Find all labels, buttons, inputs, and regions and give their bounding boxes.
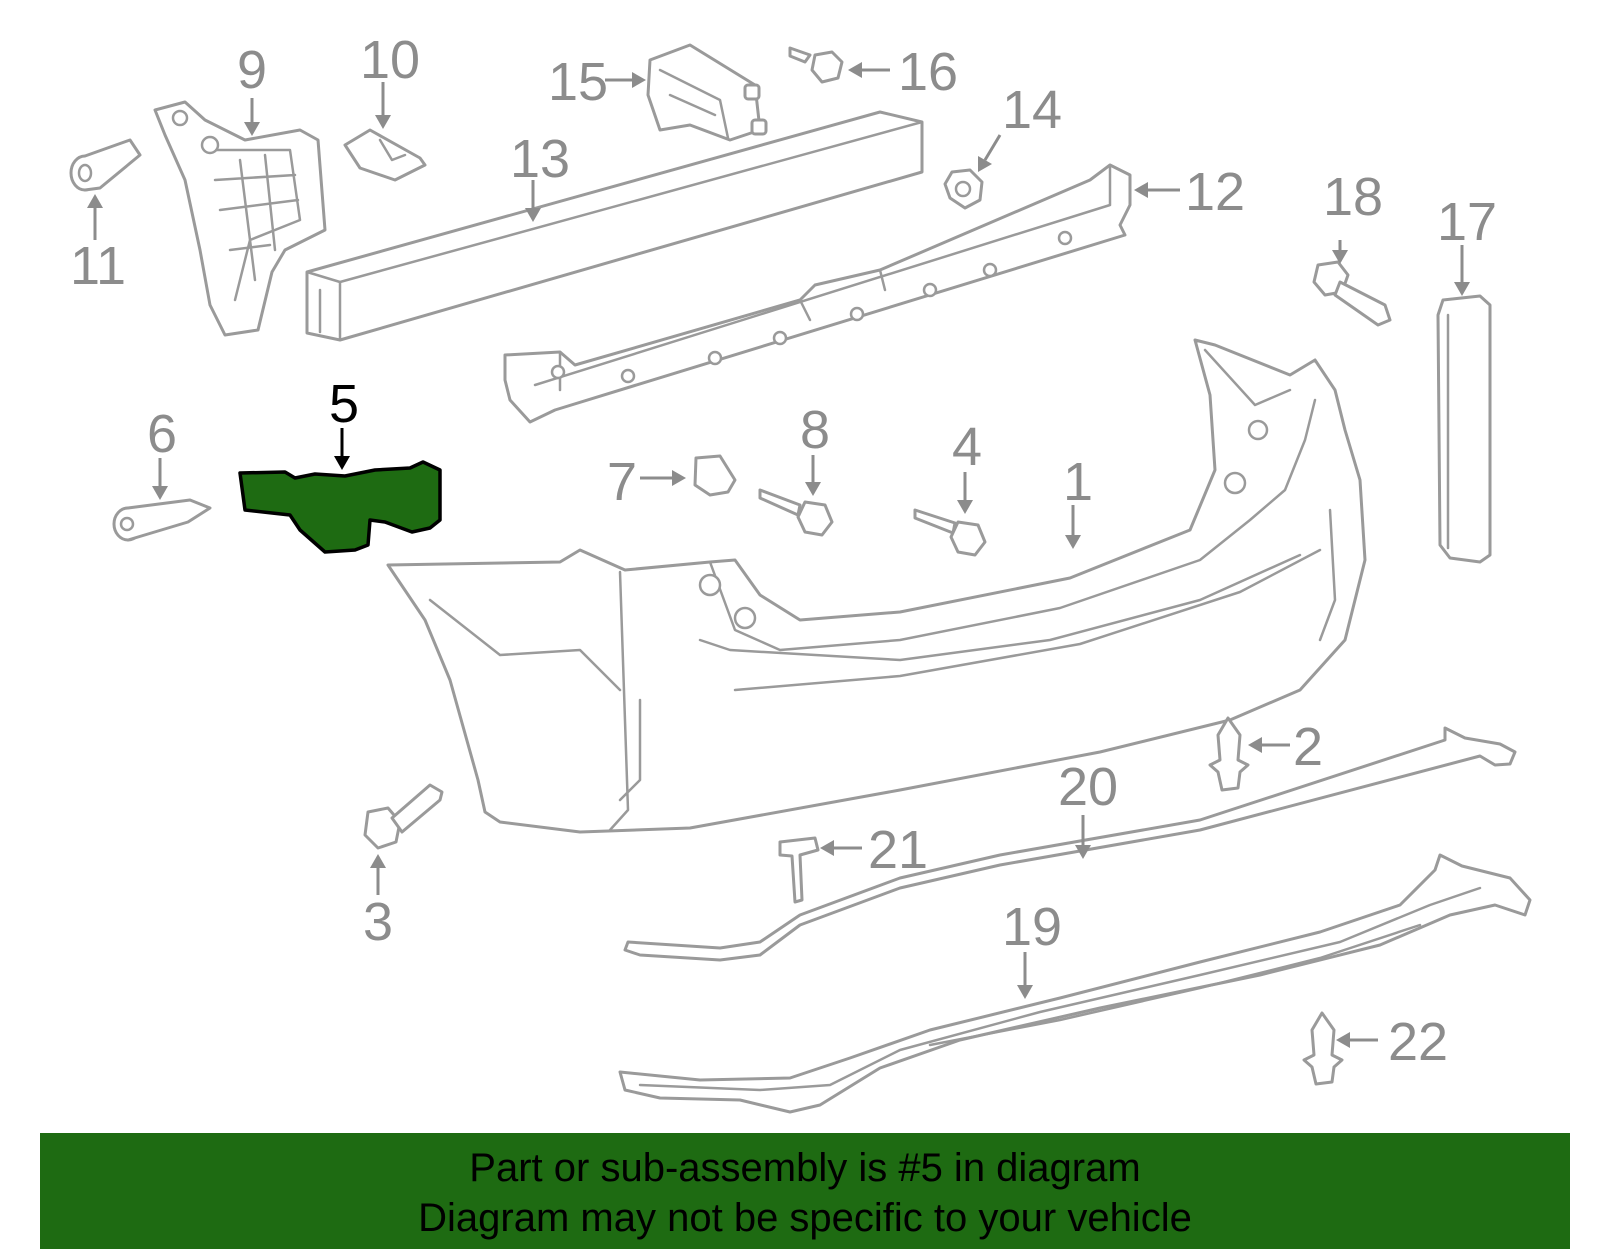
part-7-clip: [693, 454, 737, 497]
callout-17: 17: [1437, 192, 1497, 252]
part-3-bolt: [363, 783, 444, 850]
info-banner: Part or sub-assembly is #5 in diagram Di…: [40, 1133, 1570, 1249]
callout-7: 7: [607, 452, 637, 512]
callout-15: 15: [548, 52, 608, 112]
part-22-push-clip: [1302, 1011, 1344, 1086]
callout-2: 2: [1293, 717, 1323, 777]
callout-3: 3: [363, 892, 393, 952]
banner-line-part-number: Part or sub-assembly is #5 in diagram: [469, 1146, 1141, 1190]
callout-labels: 9 10 11 13 15 16 14 12 18 17 5 6 7 8 4 1…: [70, 30, 1497, 1072]
part-10-clip-nut: [343, 128, 427, 182]
part-1-bumper-cover: [386, 338, 1367, 834]
part-15-sensor-bracket: [646, 43, 768, 142]
part-6-bolt: [112, 498, 212, 542]
part-16-bolt: [788, 46, 844, 84]
part-4-bolt: [913, 508, 987, 557]
callout-11: 11: [70, 236, 126, 296]
part-19-valance: [618, 853, 1532, 1114]
part-14-nut: [943, 168, 984, 210]
part-17-reflector: [1436, 294, 1492, 564]
part-5-retainer-highlighted: [238, 460, 442, 554]
callout-10: 10: [360, 30, 420, 90]
part-20-molding: [623, 726, 1517, 962]
callout-13: 13: [510, 129, 570, 189]
callout-6: 6: [147, 404, 177, 464]
callout-14: 14: [1002, 80, 1062, 140]
callout-18: 18: [1323, 167, 1383, 227]
callout-12: 12: [1185, 162, 1245, 222]
part-13-reinforcement: [305, 110, 924, 342]
part-12-absorber: [503, 163, 1132, 424]
callout-4: 4: [952, 417, 982, 477]
part-21-pin: [778, 836, 820, 904]
callout-16: 16: [898, 42, 958, 102]
part-18-bolt: [1312, 260, 1392, 327]
part-11-bushing: [69, 138, 142, 192]
callout-5-highlighted: 5: [329, 374, 359, 434]
callout-1: 1: [1063, 452, 1093, 512]
leader-arrows: [87, 62, 1470, 1048]
callout-22: 22: [1388, 1012, 1448, 1072]
callout-20: 20: [1058, 757, 1118, 817]
callout-21: 21: [868, 820, 928, 880]
callout-9: 9: [237, 40, 267, 100]
part-8-bolt: [758, 488, 834, 537]
callout-19: 19: [1002, 897, 1062, 957]
part-9-bracket: [153, 100, 327, 337]
part-2-push-clip: [1208, 716, 1250, 792]
banner-line-disclaimer: Diagram may not be specific to your vehi…: [418, 1196, 1192, 1240]
callout-8: 8: [800, 400, 830, 460]
